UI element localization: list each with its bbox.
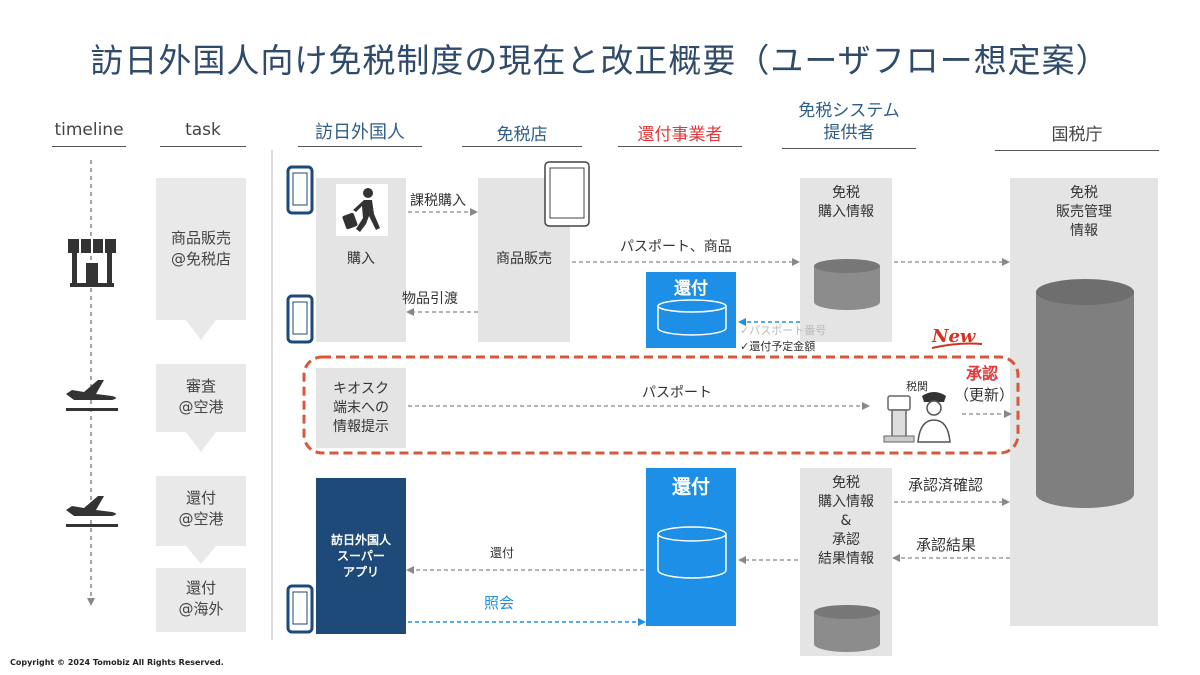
timeline-underline	[52, 146, 126, 147]
store-underline	[462, 146, 582, 147]
smartphone-icon	[286, 584, 314, 634]
nta-underline	[995, 150, 1159, 151]
airplane-icon	[66, 496, 118, 527]
kiosk-info-label: キオスク端末への情報提示	[333, 381, 389, 435]
kiosk-lane	[316, 368, 406, 448]
passport-number-note: ✓パスポート番号	[740, 324, 827, 337]
customs-officer-icon	[883, 392, 951, 443]
approved-check-label: 承認済確認	[908, 476, 984, 494]
approval-label: 承認	[966, 364, 999, 383]
refund-operator-header: 還付事業者	[637, 125, 723, 145]
customs-label: 税関	[906, 380, 928, 393]
goods-delivery-label: 物品引渡	[402, 291, 458, 307]
refund-box-title-row3: 還付	[671, 476, 710, 498]
visitor-header: 訪日外国人	[315, 122, 405, 143]
taxable-purchase-label: 課税購入	[410, 193, 466, 209]
page-title: 訪日外国人向け免税制度の現在と改正概要（ユーザフロー想定案）	[90, 41, 1110, 80]
inquiry-label: 照会	[484, 594, 515, 612]
refund-box-title: 還付	[674, 279, 708, 299]
approval-result-label: 承認結果	[916, 536, 977, 554]
system-provider-underline	[782, 148, 916, 149]
passport-label: パスポート	[642, 385, 712, 401]
database-icon	[814, 605, 880, 652]
purchase-label: 購入	[347, 251, 375, 267]
system-purchase-info: 免税購入情報	[818, 185, 874, 220]
smartphone-icon	[286, 294, 314, 344]
refund-operator-underline	[618, 146, 742, 147]
timeline-header: timeline	[54, 120, 124, 140]
store-header: 免税店	[496, 125, 548, 145]
storefront-icon	[68, 239, 116, 287]
database-icon	[657, 299, 727, 336]
renewal-label: （更新）	[954, 386, 1015, 404]
system-provider-header: 免税システム 提供者	[798, 101, 900, 143]
smartphone-icon	[286, 165, 314, 215]
task-header: task	[185, 120, 221, 140]
task-refund-airport: 還付@空港	[178, 489, 224, 528]
nta-sales-info: 免税販売管理情報	[1056, 185, 1112, 239]
task-sale: 商品販売@免税店	[170, 229, 231, 268]
database-icon	[814, 259, 880, 310]
task-underline	[160, 146, 246, 147]
database-icon	[657, 526, 727, 579]
new-badge-icon: New	[931, 326, 983, 349]
task-review: 審査@空港	[178, 377, 224, 416]
system-purchase-approval-info: 免税購入情報&承認結果情報	[818, 475, 874, 567]
task-refund-abroad: 還付@海外	[178, 579, 224, 618]
svg-text:New: New	[931, 326, 977, 347]
nta-header: 国税庁	[1051, 125, 1103, 145]
nta-database-icon	[1036, 279, 1134, 508]
passport-goods-label: パスポート、商品	[620, 239, 732, 255]
visitor-underline	[298, 146, 422, 147]
product-sale-label: 商品販売	[496, 251, 552, 267]
traveler-icon	[336, 184, 388, 236]
super-app-box	[316, 478, 406, 634]
refund-small-label: 還付	[490, 546, 515, 560]
tablet-icon	[544, 161, 590, 227]
airplane-icon	[66, 380, 118, 411]
copyright-footer: Copyright © 2024 Tomobiz All Rights Rese…	[10, 658, 224, 667]
refund-amount-note: ✓還付予定金額	[740, 340, 816, 353]
super-app-label: 訪日外国人スーパーアプリ	[330, 533, 391, 579]
